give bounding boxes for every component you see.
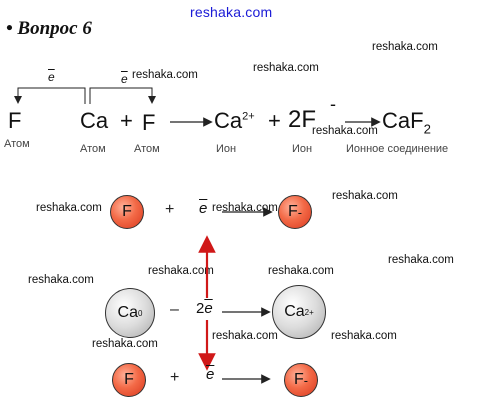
plus-sign: + bbox=[268, 108, 281, 133]
calcium-atom: Ca bbox=[80, 108, 109, 133]
fluorine-atom-2: F bbox=[142, 110, 156, 135]
watermark: reshaka.com bbox=[268, 265, 334, 277]
transfer-arrow-left bbox=[14, 87, 86, 104]
fluorine-atom-1: F bbox=[8, 108, 22, 133]
watermark: reshaka.com bbox=[36, 202, 102, 214]
fluoride-ball-charge: - bbox=[303, 372, 309, 388]
watermark: reshaka.com bbox=[92, 338, 158, 350]
calcium-atom-label: Ca bbox=[117, 304, 138, 321]
fluorine-ball-label: F bbox=[124, 371, 134, 388]
two-electrons-coef: 2 bbox=[196, 300, 205, 317]
watermark: reshaka.com bbox=[212, 330, 278, 342]
two-electrons-symbol: e bbox=[204, 300, 213, 317]
electron-top: e bbox=[199, 200, 208, 217]
calcium-atom-charge: 0 bbox=[138, 308, 143, 318]
electron-bottom: e bbox=[206, 366, 215, 383]
transfer-arrow-right bbox=[89, 87, 156, 104]
label-ionic-compound: Ионное соединение bbox=[346, 143, 449, 155]
watermark: reshaka.com bbox=[132, 69, 198, 81]
watermark: reshaka.com bbox=[312, 125, 378, 137]
fluoride-ball-charge: - bbox=[297, 204, 303, 220]
calcium-fluoride-symbol: CaF bbox=[382, 108, 424, 133]
electron-label-right: e bbox=[121, 72, 128, 86]
label-atom: Атом bbox=[134, 143, 160, 155]
watermark: reshaka.com bbox=[28, 274, 94, 286]
fluoride-ball-label: F bbox=[287, 203, 298, 220]
fluoride-symbol: 2F bbox=[288, 106, 317, 133]
watermark: reshaka.com bbox=[372, 41, 438, 53]
label-atom: Атом bbox=[4, 138, 30, 150]
fluoride-ions: 2F bbox=[288, 106, 316, 134]
label-atom: Атом bbox=[80, 143, 106, 155]
question-heading: • Вопрос 6 bbox=[6, 18, 92, 39]
two-electrons: 2e bbox=[196, 300, 213, 317]
watermark: reshaka.com bbox=[332, 190, 398, 202]
minus-sign: – bbox=[170, 301, 179, 318]
calcium-ion-charge: 2+ bbox=[242, 110, 255, 123]
calcium-ion: Ca2+ bbox=[214, 108, 255, 134]
watermark: reshaka.com bbox=[148, 265, 214, 277]
fluorine-ball-label: F bbox=[122, 203, 132, 220]
calcium-ion-ball-charge: 2+ bbox=[304, 307, 314, 317]
plus-sign: + bbox=[170, 369, 180, 386]
fluorine-ball-bottom-left: F bbox=[112, 363, 146, 397]
watermark: reshaka.com bbox=[253, 62, 319, 74]
calcium-fluoride-subscript: 2 bbox=[423, 121, 431, 137]
label-ion: Ион bbox=[216, 143, 237, 155]
watermark: reshaka.com bbox=[331, 330, 397, 342]
fluoride-ball-top-right: F- bbox=[278, 195, 312, 229]
electron-label-left: e bbox=[48, 70, 55, 84]
fluorine-ball-top-left: F bbox=[110, 195, 144, 229]
label-ion: Ион bbox=[292, 143, 313, 155]
plus-sign: + bbox=[165, 201, 175, 218]
watermark-top[interactable]: reshaka.com bbox=[190, 4, 273, 20]
calcium-ion-symbol: Ca bbox=[214, 108, 243, 133]
fluoride-ball-bottom-right: F- bbox=[284, 363, 318, 397]
calcium-ion-ball-label: Ca bbox=[284, 303, 305, 320]
watermark: reshaka.com bbox=[212, 202, 278, 214]
fluoride-ball-label: F bbox=[293, 371, 304, 388]
fluoride-charge: - bbox=[330, 94, 336, 114]
watermark: reshaka.com bbox=[388, 254, 454, 266]
plus-sign: + bbox=[120, 108, 133, 133]
calcium-fluoride: CaF2 bbox=[382, 108, 431, 136]
